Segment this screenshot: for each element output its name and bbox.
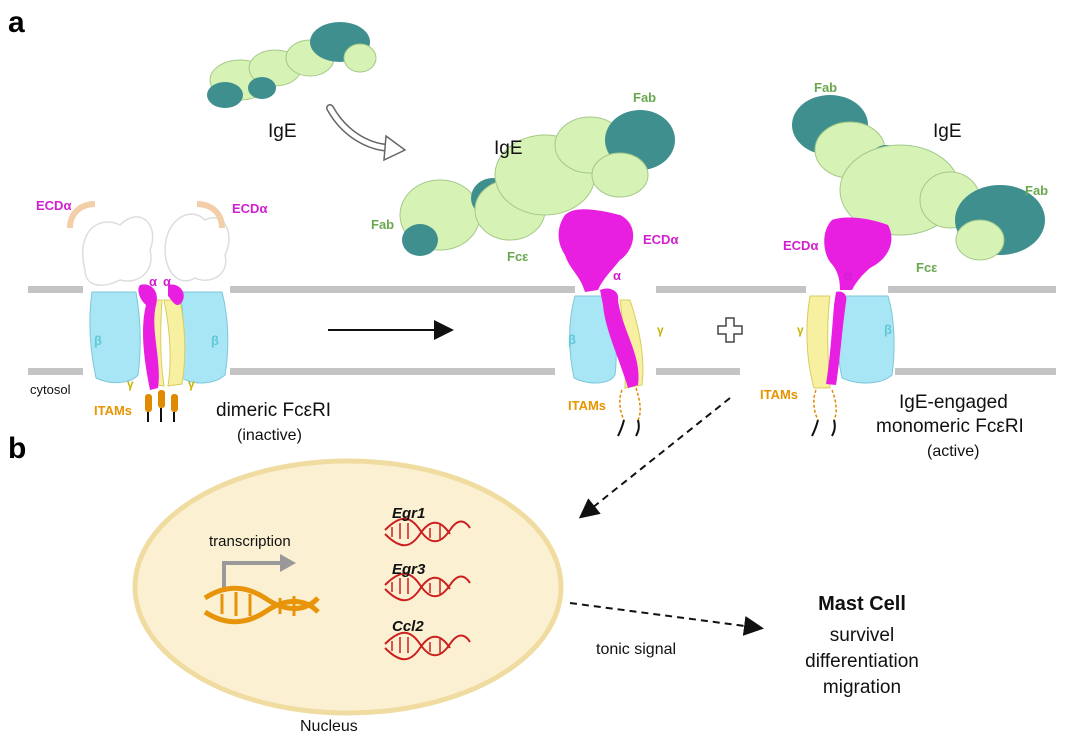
active-caption-line1: IgE-engaged bbox=[899, 392, 1008, 413]
active-left-gamma-label: γ bbox=[657, 323, 664, 337]
active-right-fab-top-label: Fab bbox=[814, 80, 837, 95]
inactive-itams-label: ITAMs bbox=[94, 403, 132, 418]
inactive-gamma-right-label: γ bbox=[188, 377, 195, 391]
panel-b-letter: b bbox=[8, 432, 26, 465]
tonic-signal-arrow bbox=[569, 602, 764, 636]
inactive-caption-line2: (inactive) bbox=[237, 427, 302, 444]
active-left-fc-label: Fcε bbox=[507, 249, 528, 264]
active-left-itams-label: ITAMs bbox=[568, 398, 606, 413]
gene-ccl2-label: Ccl2 bbox=[392, 618, 424, 635]
inactive-caption-line1: dimeric FcεRI bbox=[216, 400, 331, 421]
dna-icon bbox=[203, 585, 320, 625]
signaling-dashed-arrow bbox=[578, 397, 731, 519]
transcription-label: transcription bbox=[209, 533, 291, 550]
active-left-ecd-label: ECDα bbox=[643, 232, 678, 247]
cytosol-label: cytosol bbox=[30, 382, 71, 397]
inactive-alpha-label: α bbox=[149, 274, 157, 289]
gene-egr1-label: Egr1 bbox=[392, 505, 425, 522]
active-right-alpha-label: α bbox=[844, 268, 852, 283]
active-caption-line3: (active) bbox=[927, 443, 979, 460]
transcription-arrow bbox=[222, 554, 296, 592]
inactive-ecd-left-label: ECDα bbox=[36, 198, 71, 213]
mrna-egr3-icon bbox=[384, 572, 471, 602]
nucleus-label: Nucleus bbox=[300, 718, 358, 735]
inactive-alpha-right-label: α bbox=[163, 274, 171, 289]
active-receptor-right-structure bbox=[792, 95, 1045, 437]
cell-membrane bbox=[28, 286, 1056, 375]
mast-cell-title: Mast Cell bbox=[818, 593, 906, 615]
gene-egr3-label: Egr3 bbox=[392, 561, 426, 578]
inactive-gamma-left-label: γ bbox=[127, 377, 134, 391]
binding-curved-arrow bbox=[326, 104, 407, 162]
active-right-fab-right-label: Fab bbox=[1025, 183, 1048, 198]
outcome-differentiation: differentiation bbox=[805, 651, 919, 672]
active-left-fab-top-label: Fab bbox=[633, 90, 656, 105]
panel-a-letter: a bbox=[8, 6, 25, 39]
outcome-survival: survivel bbox=[830, 625, 894, 646]
active-right-fc-label: Fcε bbox=[916, 260, 937, 275]
nucleus-ellipse bbox=[132, 458, 564, 716]
active-caption-line2: monomeric FcεRI bbox=[876, 416, 1024, 437]
active-right-gamma-label: γ bbox=[797, 323, 804, 337]
active-right-ige-label: IgE bbox=[933, 121, 962, 142]
active-left-alpha-label: α bbox=[613, 268, 621, 283]
active-right-itams-label: ITAMs bbox=[760, 387, 798, 402]
active-left-fab-left-label: Fab bbox=[371, 217, 394, 232]
mrna-ccl2-icon bbox=[384, 631, 471, 661]
free-ige-label: IgE bbox=[268, 121, 297, 142]
active-left-ige-label: IgE bbox=[494, 138, 523, 159]
tonic-signal-label: tonic signal bbox=[596, 641, 676, 658]
inactive-receptor-structure bbox=[67, 201, 230, 422]
mrna-egr1-icon bbox=[384, 517, 471, 547]
active-right-beta-label: β bbox=[884, 322, 892, 337]
inactive-beta-right-label: β bbox=[211, 333, 219, 348]
active-right-ecd-label: ECDα bbox=[783, 238, 818, 253]
inactive-beta-left-label: β bbox=[94, 333, 102, 348]
free-ige-structure bbox=[207, 22, 377, 108]
inactive-ecd-right-label: ECDα bbox=[232, 201, 267, 216]
plus-icon bbox=[717, 317, 743, 343]
active-receptor-left-structure bbox=[399, 110, 675, 437]
outcome-migration: migration bbox=[823, 677, 901, 698]
active-left-beta-label: β bbox=[568, 332, 576, 347]
